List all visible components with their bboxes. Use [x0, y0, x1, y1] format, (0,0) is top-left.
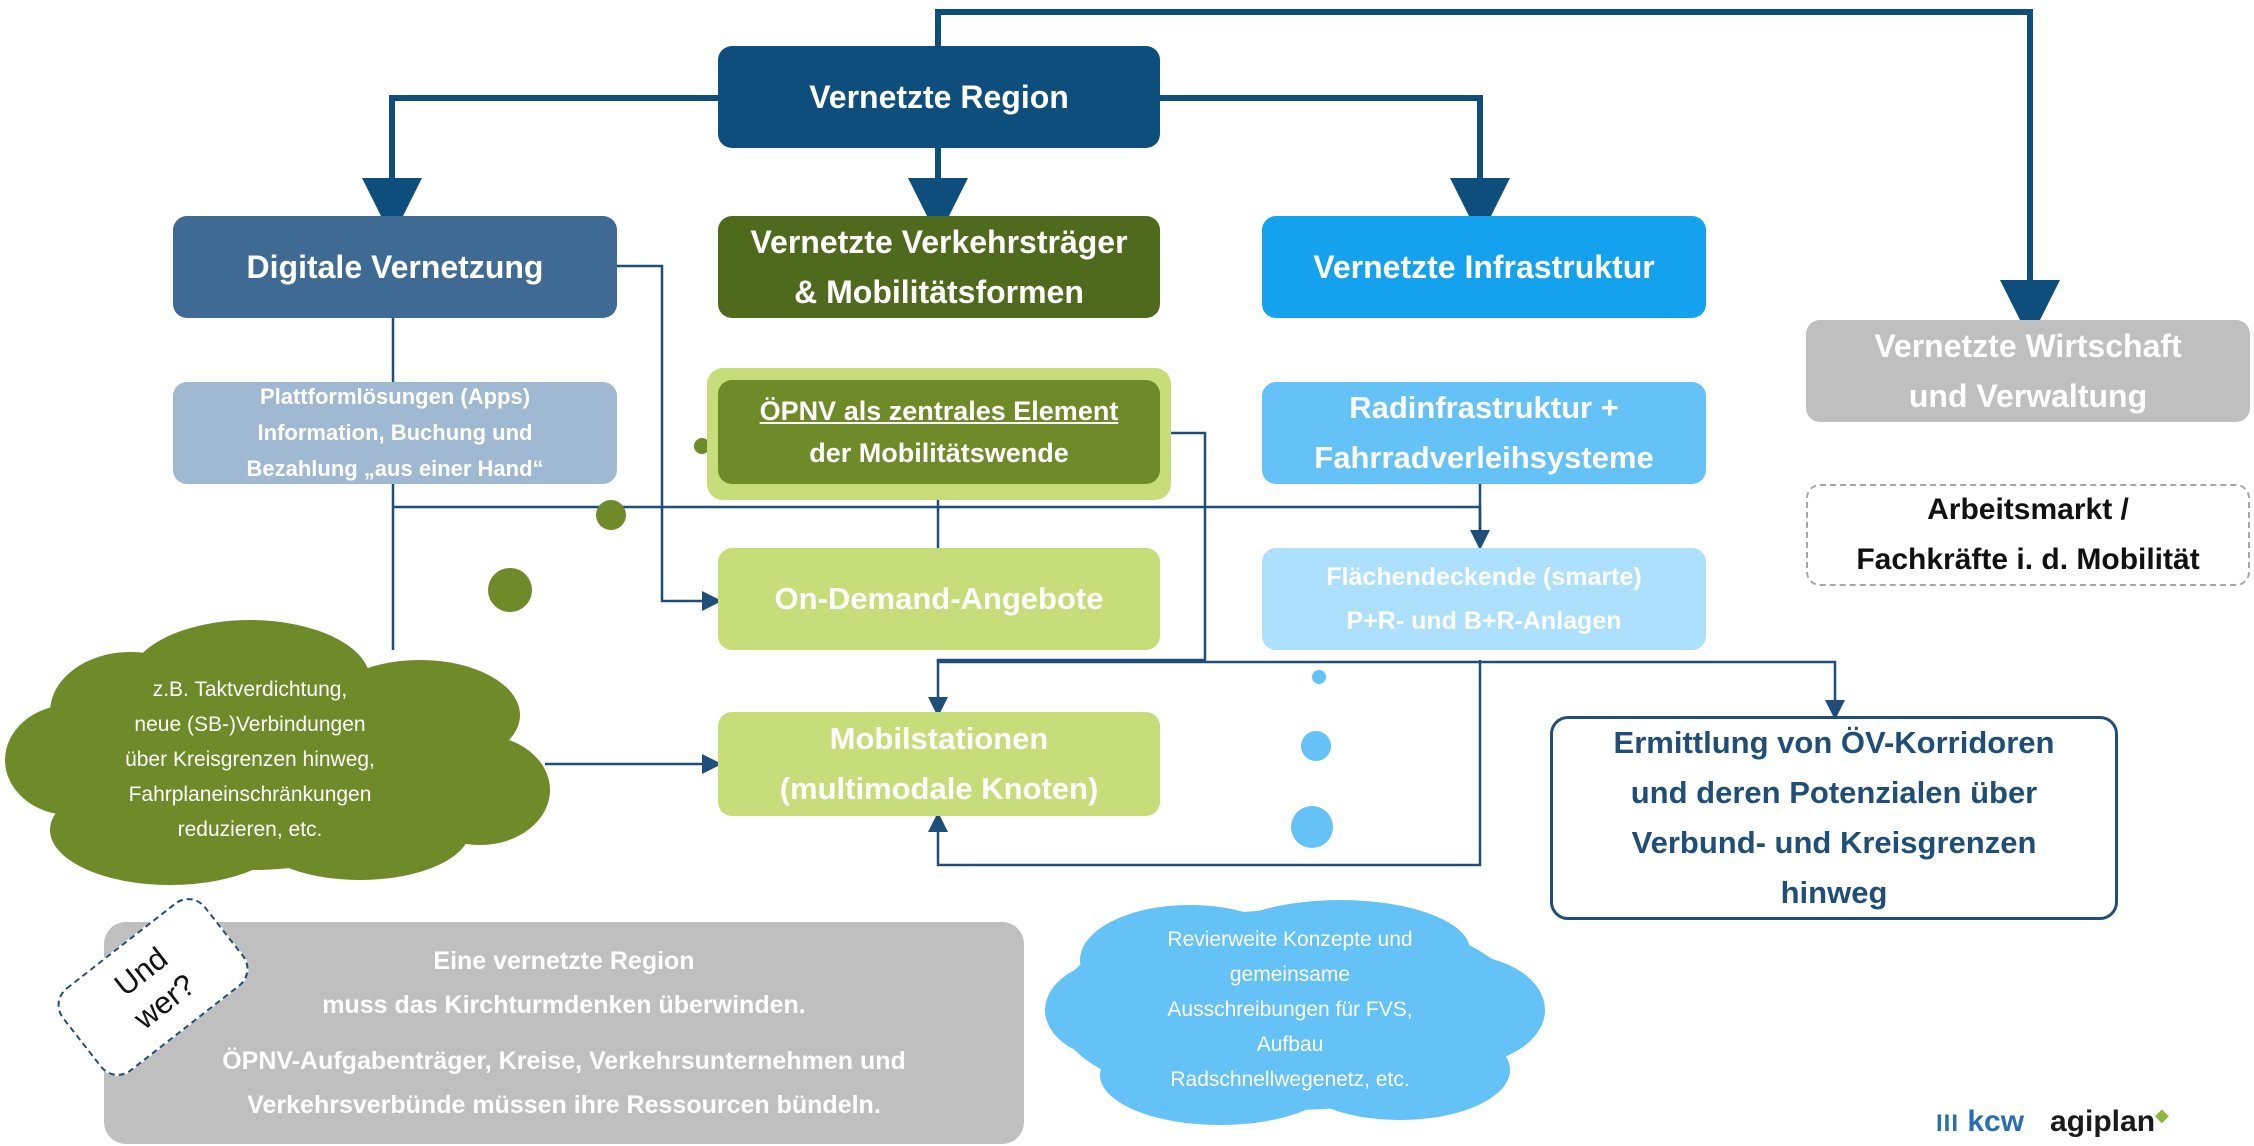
- plattform-line1: Plattformlösungen (Apps): [259, 384, 531, 409]
- mobilstationen-line1: Mobilstationen: [829, 721, 1049, 756]
- oepnv-right-line: [928, 431, 1207, 717]
- agiplan-text: agiplan: [2050, 1105, 2156, 1138]
- rad-line1: Radinfrastruktur +: [1349, 390, 1619, 425]
- arbeitsmarkt-line2: Fachkräfte i. d. Mobilität: [1856, 543, 2200, 576]
- blue-cloud-line1: Revierweite Konzepte und: [1167, 928, 1413, 951]
- blue-dot-large: [1291, 806, 1333, 848]
- mobilstationen-node: Mobilstationen (multimodale Knoten): [718, 712, 1160, 816]
- verkehr-node: Vernetzte Verkehrsträger & Mobilitätsfor…: [718, 216, 1160, 318]
- summary-line2: muss das Kirchturmdenken überwinden.: [322, 991, 806, 1019]
- ondemand-node: On-Demand-Angebote: [718, 548, 1160, 650]
- summary-box: Eine vernetzte Region muss das Kirchturm…: [104, 922, 1024, 1144]
- flaechen-line1: Flächendeckende (smarte): [1326, 563, 1642, 591]
- root-label: Vernetzte Region: [809, 79, 1069, 115]
- flaechen-line2: P+R- und B+R-Anlagen: [1346, 607, 1622, 635]
- oepnv-node: ÖPNV als zentrales Element der Mobilität…: [718, 380, 1160, 484]
- blue-cloud-text: Revierweite Konzepte und gemeinsame Auss…: [1100, 922, 1480, 1097]
- green-cloud-line2: neue (SB-)Verbindungen: [134, 713, 366, 736]
- summary-line4: Verkehrsverbünde müssen ihre Ressourcen …: [247, 1091, 881, 1119]
- verkehr-line2: & Mobilitätsformen: [794, 274, 1084, 310]
- digital-label: Digitale Vernetzung: [246, 249, 544, 285]
- wirtschaft-node: Vernetzte Wirtschaft und Verwaltung: [1806, 320, 2250, 422]
- wirtschaft-line2: und Verwaltung: [1908, 378, 2148, 414]
- plattform-to-flaechen-line: [393, 505, 1490, 550]
- infra-label: Vernetzte Infrastruktur: [1313, 249, 1655, 285]
- korridore-line1: Ermittlung von ÖV-Korridoren: [1613, 725, 2055, 760]
- ondemand-to-korridore-line: [936, 660, 1845, 720]
- blue-cloud-line4: Aufbau: [1256, 1033, 1324, 1056]
- digital-to-ondemand-line: [615, 264, 722, 611]
- rad-node: Radinfrastruktur + Fahrradverleihsysteme: [1262, 382, 1706, 484]
- plattform-node: Plattformlösungen (Apps) Information, Bu…: [173, 382, 617, 484]
- kcw-bars: III: [1936, 1110, 1960, 1137]
- blue-dot-small: [1312, 670, 1326, 684]
- ondemand-label: On-Demand-Angebote: [774, 581, 1104, 616]
- arbeitsmarkt-line1: Arbeitsmarkt /: [1927, 493, 2129, 526]
- green-cloud-line1: z.B. Taktverdichtung,: [152, 678, 348, 701]
- digital-node: Digitale Vernetzung: [173, 216, 617, 318]
- agiplan-logo: agiplan◆: [2050, 1105, 2169, 1139]
- agiplan-mark-icon: ◆: [2155, 1105, 2169, 1125]
- root-to-wirtschaft-line: [935, 9, 2060, 340]
- green-cloud-line4: Fahrplaneinschränkungen: [128, 783, 372, 806]
- mobilstationen-line2: (multimodale Knoten): [779, 771, 1099, 806]
- rad-line2: Fahrradverleihsysteme: [1314, 440, 1654, 475]
- blue-dot-medium: [1301, 731, 1331, 761]
- korridore-node: Ermittlung von ÖV-Korridoren und deren P…: [1550, 716, 2118, 920]
- plattform-line2: Information, Buchung und: [257, 420, 533, 445]
- oepnv-line1: ÖPNV als zentrales Element: [759, 396, 1119, 426]
- blue-cloud-line3: Ausschreibungen für FVS,: [1167, 998, 1413, 1021]
- wirtschaft-line1: Vernetzte Wirtschaft: [1874, 328, 2182, 364]
- korridore-line2: und deren Potenzialen über: [1630, 775, 2038, 810]
- blue-cloud-shape: [1045, 900, 1545, 1125]
- root-to-digital-line: [362, 95, 720, 238]
- infra-to-mobilstationen-line: [928, 660, 1482, 867]
- blue-cloud-line2: gemeinsame: [1229, 963, 1351, 986]
- summary-line3: ÖPNV-Aufgabenträger, Kreise, Verkehrsunt…: [222, 1047, 906, 1075]
- green-dot-medium: [596, 500, 626, 530]
- infra-node: Vernetzte Infrastruktur: [1262, 216, 1706, 318]
- green-cloud-text: z.B. Taktverdichtung, neue (SB-)Verbindu…: [60, 672, 440, 847]
- summary-line1: Eine vernetzte Region: [433, 947, 695, 975]
- flaechen-node: Flächendeckende (smarte) P+R- und B+R-An…: [1262, 548, 1706, 650]
- oepnv-line2: der Mobilitätswende: [809, 438, 1069, 468]
- korridore-line4: hinweg: [1780, 875, 1888, 910]
- root-node: Vernetzte Region: [718, 46, 1160, 148]
- kcw-text: kcw: [1967, 1105, 2025, 1138]
- blue-cloud-line5: Radschnellwegenetz, etc.: [1170, 1068, 1410, 1091]
- verkehr-line1: Vernetzte Verkehrsträger: [750, 224, 1128, 260]
- green-cloud-shape: [5, 620, 550, 885]
- green-cloud-line3: über Kreisgrenzen hinweg,: [125, 748, 375, 771]
- plattform-line3: Bezahlung „aus einer Hand“: [246, 456, 544, 481]
- root-to-infra-line: [1158, 95, 1510, 238]
- korridore-line3: Verbund- und Kreisgrenzen: [1631, 825, 2037, 860]
- green-dot-large: [488, 568, 532, 612]
- green-cloud-line5: reduzieren, etc.: [177, 818, 323, 841]
- green-dot-small: [694, 438, 710, 454]
- kcw-logo: III kcw: [1936, 1105, 2024, 1139]
- arbeitsmarkt-node: Arbeitsmarkt / Fachkräfte i. d. Mobilitä…: [1806, 484, 2250, 586]
